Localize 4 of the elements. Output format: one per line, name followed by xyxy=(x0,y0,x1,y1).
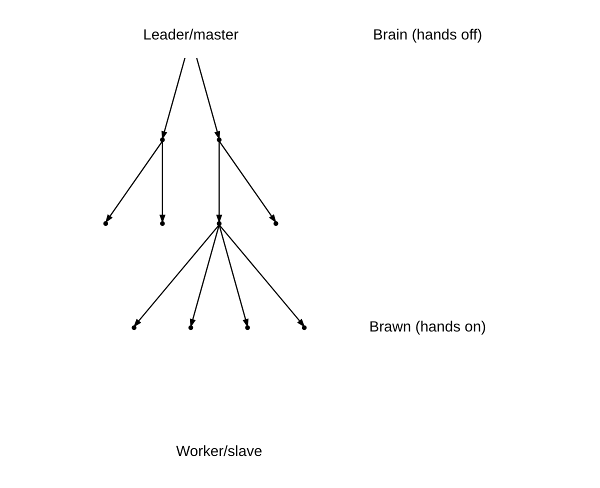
label: Brawn (hands on) xyxy=(369,320,486,336)
label: Brain (hands off) xyxy=(373,28,482,44)
label: Worker/slave xyxy=(176,444,262,460)
node-text: Leader/master xyxy=(143,28,239,44)
